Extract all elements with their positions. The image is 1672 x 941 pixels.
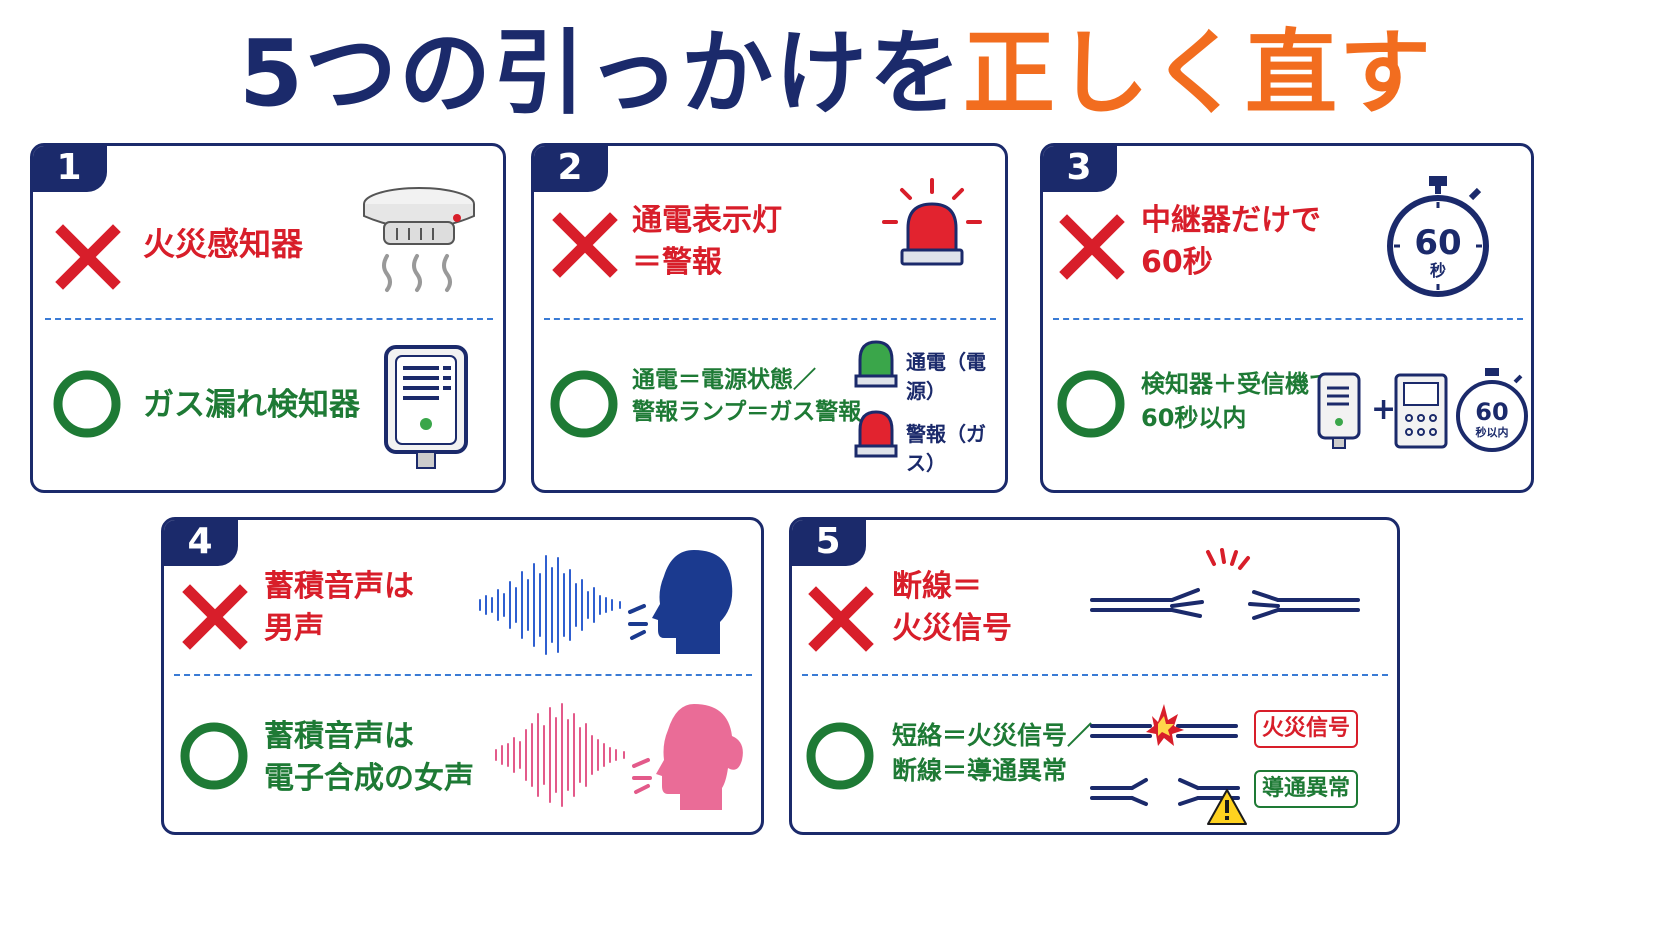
wrong-mark-icon [182,584,248,650]
wrong-mark-icon [552,212,618,278]
detector-icon [1317,372,1361,449]
red-lamp-icon [854,410,898,458]
wrong-mark-icon [55,224,121,290]
right-text: 検知器＋受信機で 60秒以内 [1141,370,1333,432]
right-mark-icon [550,370,618,438]
dashed-divider [1053,318,1523,320]
right-text: 短絡＝火災信号／ 断線＝導通異常 [892,721,1093,785]
broken-wire-icon [1090,548,1360,620]
card-5: 5 断線＝ 火災信号 短絡＝火災信号／ 断線＝導通異常 火災信号 [789,517,1400,835]
dashed-divider [45,318,493,320]
card-number: 3 [1043,146,1117,192]
male-voice-icon [628,550,733,654]
wrong-text: 通電表示灯 ＝警報 [632,203,782,280]
right-text: 通電＝電源状態／ 警報ランプ＝ガス警報 [632,367,862,426]
female-voice-icon [632,704,743,810]
legend-alarm: 警報（ガス） [906,422,986,475]
smoke-detector-icon [363,187,475,292]
plus-sign: + [1371,392,1397,427]
title-part1: 5つの引っかけを [238,20,963,127]
stopwatch-unit: 秒以内 [1476,425,1509,439]
card-number: 4 [164,520,238,566]
dashed-divider [544,318,996,320]
wrong-text: 蓄積音声は 男声 [264,569,414,646]
right-mark-icon [1057,370,1125,438]
sound-wave-icon [479,555,621,655]
stopwatch-icon: 60 秒 [1387,176,1489,297]
stopwatch-unit: 秒 [1430,261,1446,280]
right-text: 蓄積音声は 電子合成の女声 [264,719,474,796]
green-lamp-icon [854,340,898,388]
tag-fire-signal: 火災信号 [1254,710,1358,748]
stopwatch-value: 60 [1475,398,1508,426]
sound-wave-icon [495,703,625,807]
stopwatch-value: 60 [1414,223,1461,263]
right-mark-icon [806,722,874,790]
card-number: 2 [534,146,608,192]
right-mark-icon [180,722,248,790]
wrong-mark-icon [1059,214,1125,280]
page-title: 5つの引っかけを正しく直す [0,14,1672,134]
gas-leak-detector-icon [384,345,468,469]
card-number: 1 [33,146,107,192]
short-circuit-icon [1090,704,1238,746]
title-part2: 正しく直す [963,20,1434,127]
card-1: 1 火災感知器 ガス漏れ検知器 [30,143,506,493]
wrong-text: 火災感知器 [143,225,304,263]
legend-power: 通電（電源） [906,350,986,403]
dashed-divider [802,674,1388,676]
red-siren-icon [882,178,982,266]
card-2: 2 通電表示灯 ＝警報 通電＝電源状態／ 警報ランプ＝ガス警報 通電（電源） 警… [531,143,1008,493]
wrong-text: 断線＝ 火災信号 [892,569,1012,646]
wrong-mark-icon [808,586,874,652]
warning-icon [1207,789,1247,825]
right-text: ガス漏れ検知器 [143,387,360,423]
wrong-text: 中継器だけで 60秒 [1141,203,1321,280]
tag-continuity-error: 導通異常 [1254,770,1358,808]
card-4: 4 蓄積音声は 男声 蓄積音声は 電子合成の女声 [161,517,764,835]
stopwatch-small-icon: 60 秒以内 [1456,368,1528,452]
card-3: 3 中継器だけで 60秒 60 秒 検知器＋受信機で 60秒以内 + 60 [1040,143,1534,493]
receiver-icon [1394,373,1448,449]
dashed-divider [174,674,752,676]
card-number: 5 [792,520,866,566]
right-mark-icon [53,370,121,438]
